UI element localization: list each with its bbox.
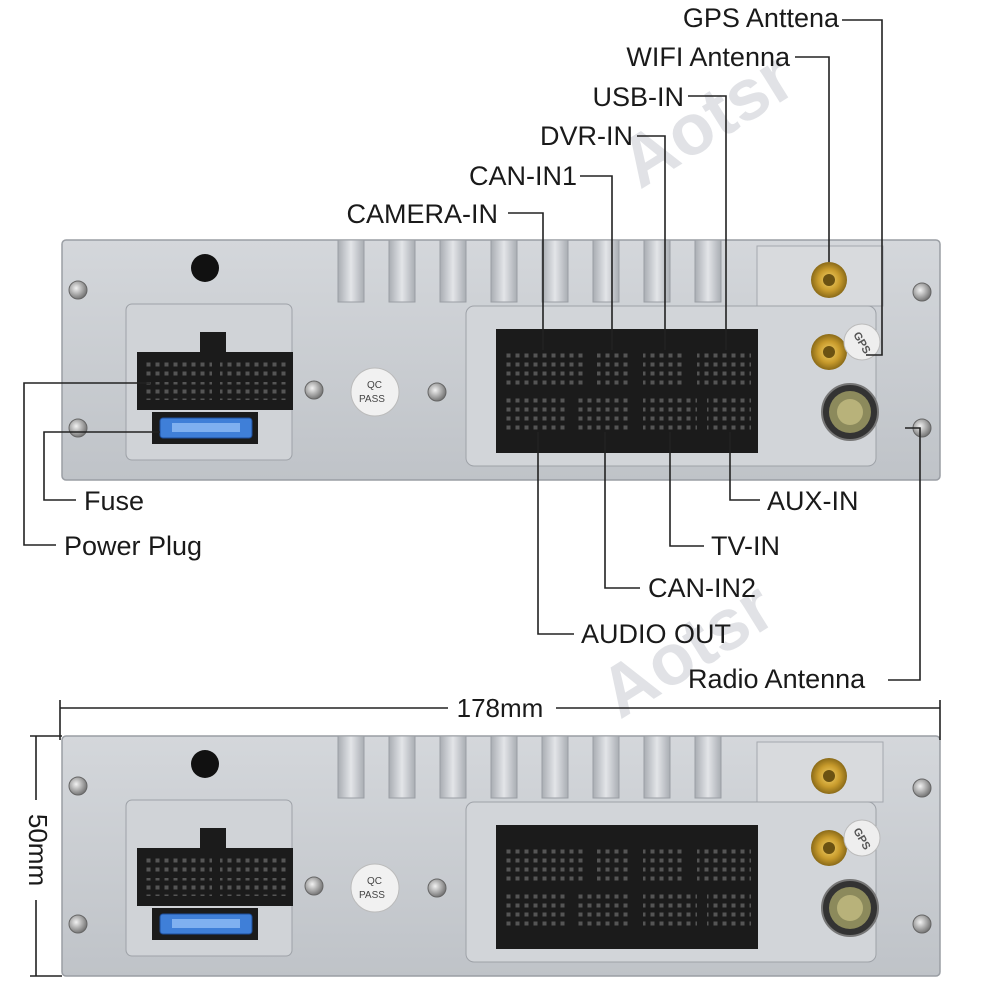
qc-sticker-top-line2: PASS [359,394,385,405]
label-radio-antenna: Radio Antenna [688,664,866,694]
dimension-width: 178mm [59,693,941,740]
qc-sticker-bottom-line2: PASS [359,890,385,901]
label-can-in1: CAN-IN1 [469,161,577,191]
label-wifi-antenna: WIFI Antenna [626,42,791,72]
label-camera-in: CAMERA-IN [346,199,498,229]
label-audio-out: AUDIO OUT [581,619,731,649]
label-usb-in: USB-IN [592,82,684,112]
leader-lines-bottom [537,427,921,681]
width-label: 178mm [457,693,544,723]
label-dvr-in: DVR-IN [540,121,633,151]
leader-lines-left [23,382,160,546]
leader-lines-top [508,19,883,356]
label-tv-in: TV-IN [711,531,780,561]
qc-sticker-bottom-line1: QC [367,876,382,887]
unit-bottom: QC PASS GPS [61,735,941,977]
qc-sticker-top-line1: QC [367,380,382,391]
unit-top: QC PASS GPS [61,239,941,481]
height-label: 50mm [23,814,53,886]
label-gps-antenna: GPS Anttena [683,3,840,33]
dimension-height: 50mm [23,735,62,977]
label-fuse: Fuse [84,486,144,516]
label-power-plug: Power Plug [64,531,202,561]
label-aux-in: AUX-IN [767,486,859,516]
label-can-in2: CAN-IN2 [648,573,756,603]
